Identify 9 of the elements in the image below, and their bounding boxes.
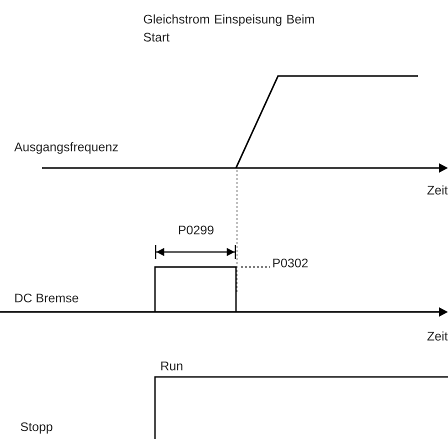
axis-label: Ausgangsfrequenz	[14, 142, 118, 154]
axis-label: DC Bremse	[15, 294, 78, 302]
axis-label: P0302	[273, 258, 308, 268]
axis-label: P0299	[178, 226, 214, 234]
axis-label: Run	[161, 362, 182, 370]
axis-label: Gleichstrom Einspeisung Beim Start	[144, 14, 314, 42]
axis-label: Zeit	[427, 185, 448, 195]
axis-label: Zeit	[427, 331, 448, 341]
axis-label: Stopp	[20, 422, 52, 434]
